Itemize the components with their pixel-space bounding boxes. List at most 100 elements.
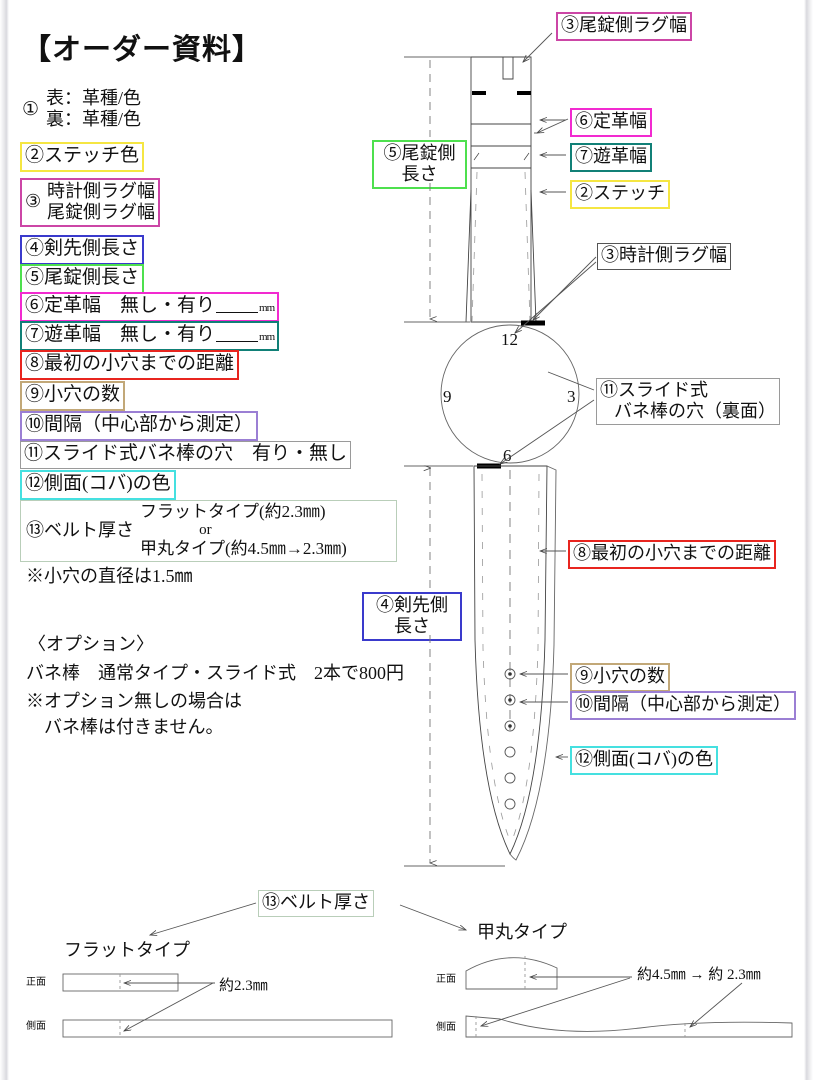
flat-side-dim-arrow xyxy=(124,982,214,1031)
callout-slide-springbar-line-1: ⑪スライド式 xyxy=(600,380,708,400)
watch-mark-9: 9 xyxy=(443,387,452,406)
free-keeper xyxy=(471,145,531,169)
legend-7-blank xyxy=(216,341,259,342)
callout-stitch: ②ステッチ xyxy=(570,180,670,209)
legend-8-label: 最初の小穴までの距離 xyxy=(44,353,235,374)
legend-item-1: ① 表：革種/色 裏：革種/色 xyxy=(22,88,141,130)
page-title: 【オーダー資料】 xyxy=(22,34,263,66)
legend-13-number: ⑬ xyxy=(26,519,44,540)
legend-item-2: ②ステッチ色 xyxy=(20,142,145,172)
leader-slide-springbar-b xyxy=(500,399,595,464)
callout-lug-watch: ③時計側ラグ幅 xyxy=(597,243,731,270)
legend-3-line-1: 時計側ラグ幅 xyxy=(47,181,155,201)
flat-front-label: 正面 xyxy=(26,977,46,988)
legend-12-number: ⑫ xyxy=(25,473,45,494)
callout-hole-count: ⑨小穴の数 xyxy=(570,663,670,692)
callout-lug-buckle-label: ③尾錠側ラグ幅 xyxy=(561,15,687,35)
callout-slide-springbar-line-2: バネ棒の穴（裏面） xyxy=(614,401,776,422)
upper-strap-body xyxy=(470,56,532,323)
option-line-1: バネ棒 通常タイプ・スライド式 2本で800円 xyxy=(26,663,404,683)
buckle-slot xyxy=(502,57,514,80)
domed-side-dim-arrow-b xyxy=(690,982,743,1027)
legend-6-blank xyxy=(216,312,259,313)
callout-edge-color: ⑫側面(コバ)の色 xyxy=(570,746,718,775)
strap-holes xyxy=(504,668,516,810)
flat-front-shape xyxy=(62,973,179,992)
thickness-heading-label: ⑬ベルト厚さ xyxy=(262,892,370,912)
callout-lug-buckle: ③尾錠側ラグ幅 xyxy=(556,12,692,41)
watch-mark-3: 3 xyxy=(567,387,576,406)
legend-item-10: ⑩間隔（中心部から測定） xyxy=(20,411,259,441)
callout-keeper-fixed: ⑥定革幅 xyxy=(570,108,652,137)
domed-front-label: 正面 xyxy=(436,974,456,985)
thickness-heading: ⑬ベルト厚さ xyxy=(258,890,374,917)
lower-strap-body xyxy=(473,465,548,856)
option-line-2: ※オプション無しの場合は xyxy=(26,691,242,711)
legend-item-13: ⑬ベルト厚さ フラットタイプ(約2.3㎜) or 甲丸タイプ(約4.5㎜→2.3… xyxy=(20,500,397,562)
arrow-to-flat xyxy=(150,902,257,935)
legend-1-line-1: 表：革種/色 xyxy=(46,88,142,108)
stitch-hint xyxy=(473,152,530,161)
arrow-to-domed xyxy=(399,904,466,931)
upper-strap-stitching xyxy=(471,171,531,323)
legend-2-label: ステッチ色 xyxy=(44,145,140,166)
legend-11-number: ⑪ xyxy=(24,443,44,464)
domed-front-shape xyxy=(465,957,558,990)
flat-dimension-label: 約2.3㎜ xyxy=(219,978,268,994)
legend-6-number: ⑥ xyxy=(25,295,45,316)
leader-keeper-fixed xyxy=(537,118,569,133)
callout-keeper-fixed-label: ⑥定革幅 xyxy=(575,111,647,131)
callout-buckle-length-line-2: 長さ xyxy=(401,164,438,185)
legend-13-option-1: フラットタイプ(約2.3㎜) xyxy=(140,501,326,521)
legend-item-8: ⑧最初の小穴までの距離 xyxy=(20,350,240,380)
note-hole-diameter: ※小穴の直径は1.5㎜ xyxy=(26,566,193,586)
legend-13-label: ベルト厚さ xyxy=(44,519,134,540)
page-left-edge xyxy=(0,0,9,1080)
legend-3-line-2: 尾錠側ラグ幅 xyxy=(47,202,155,223)
fixed-keeper xyxy=(471,123,531,147)
upper-strap-taper xyxy=(465,189,537,323)
legend-item-11: ⑪スライド式バネ棒の穴 有り・無し xyxy=(20,441,352,469)
legend-8-number: ⑧ xyxy=(25,353,45,374)
legend-4-label: 剣先側長さ xyxy=(44,238,140,259)
callout-first-hole: ⑧最初の小穴までの距離 xyxy=(568,540,776,569)
legend-6-unit: mm xyxy=(259,302,275,314)
option-heading: 〈オプション〉 xyxy=(28,634,154,654)
legend-11-label: スライド式バネ棒の穴 有り・無し xyxy=(43,443,348,464)
callout-keeper-free: ⑦遊革幅 xyxy=(570,143,652,172)
legend-9-label: 小穴の数 xyxy=(44,384,121,405)
option-line-3: バネ棒は付きません。 xyxy=(26,717,224,737)
callout-buckle-length: ⑤尾錠側 長さ xyxy=(372,140,467,190)
legend-7-number: ⑦ xyxy=(25,324,45,345)
domed-side-label: 側面 xyxy=(436,1022,456,1033)
callout-tip-length: ④剣先側 長さ xyxy=(362,592,462,642)
legend-item-12: ⑫側面(コバ)の色 xyxy=(20,470,176,500)
callout-edge-color-label: ⑫側面(コバ)の色 xyxy=(575,749,713,769)
legend-item-9: ⑨小穴の数 xyxy=(20,381,126,411)
legend-10-label: 間隔（中心部から測定） xyxy=(44,414,254,435)
callout-tip-length-line-2: 長さ xyxy=(394,616,430,637)
watch-mark-12: 12 xyxy=(501,330,518,349)
flat-side-label: 側面 xyxy=(26,1021,46,1032)
domed-type-title: 甲丸タイプ xyxy=(477,922,567,942)
flat-type-title: フラットタイプ xyxy=(64,940,190,960)
legend-1-line-2: 裏：革種/色 xyxy=(46,109,142,130)
watch-mark-6: 6 xyxy=(503,446,512,465)
legend-7-unit: mm xyxy=(259,331,275,343)
callout-tip-length-line-1: ④剣先側 xyxy=(376,595,448,615)
legend-item-5: ⑤尾錠側長さ xyxy=(20,264,145,294)
page-right-edge xyxy=(804,0,813,1080)
domed-side-shape xyxy=(465,1015,793,1038)
legend-item-3: ③ 時計側ラグ幅 尾錠側ラグ幅 xyxy=(20,178,160,228)
legend-5-number: ⑤ xyxy=(25,267,45,288)
callout-hole-pitch: ⑩間隔（中心部から測定） xyxy=(570,691,796,720)
lower-strap-edge xyxy=(509,465,557,861)
legend-1-number: ① xyxy=(22,98,40,120)
legend-10-number: ⑩ xyxy=(25,414,45,435)
legend-3-number: ③ xyxy=(25,191,42,212)
leader-lug-buckle xyxy=(523,32,553,62)
legend-12-label: 側面(コバ)の色 xyxy=(44,473,171,494)
legend-9-number: ⑨ xyxy=(25,384,45,405)
